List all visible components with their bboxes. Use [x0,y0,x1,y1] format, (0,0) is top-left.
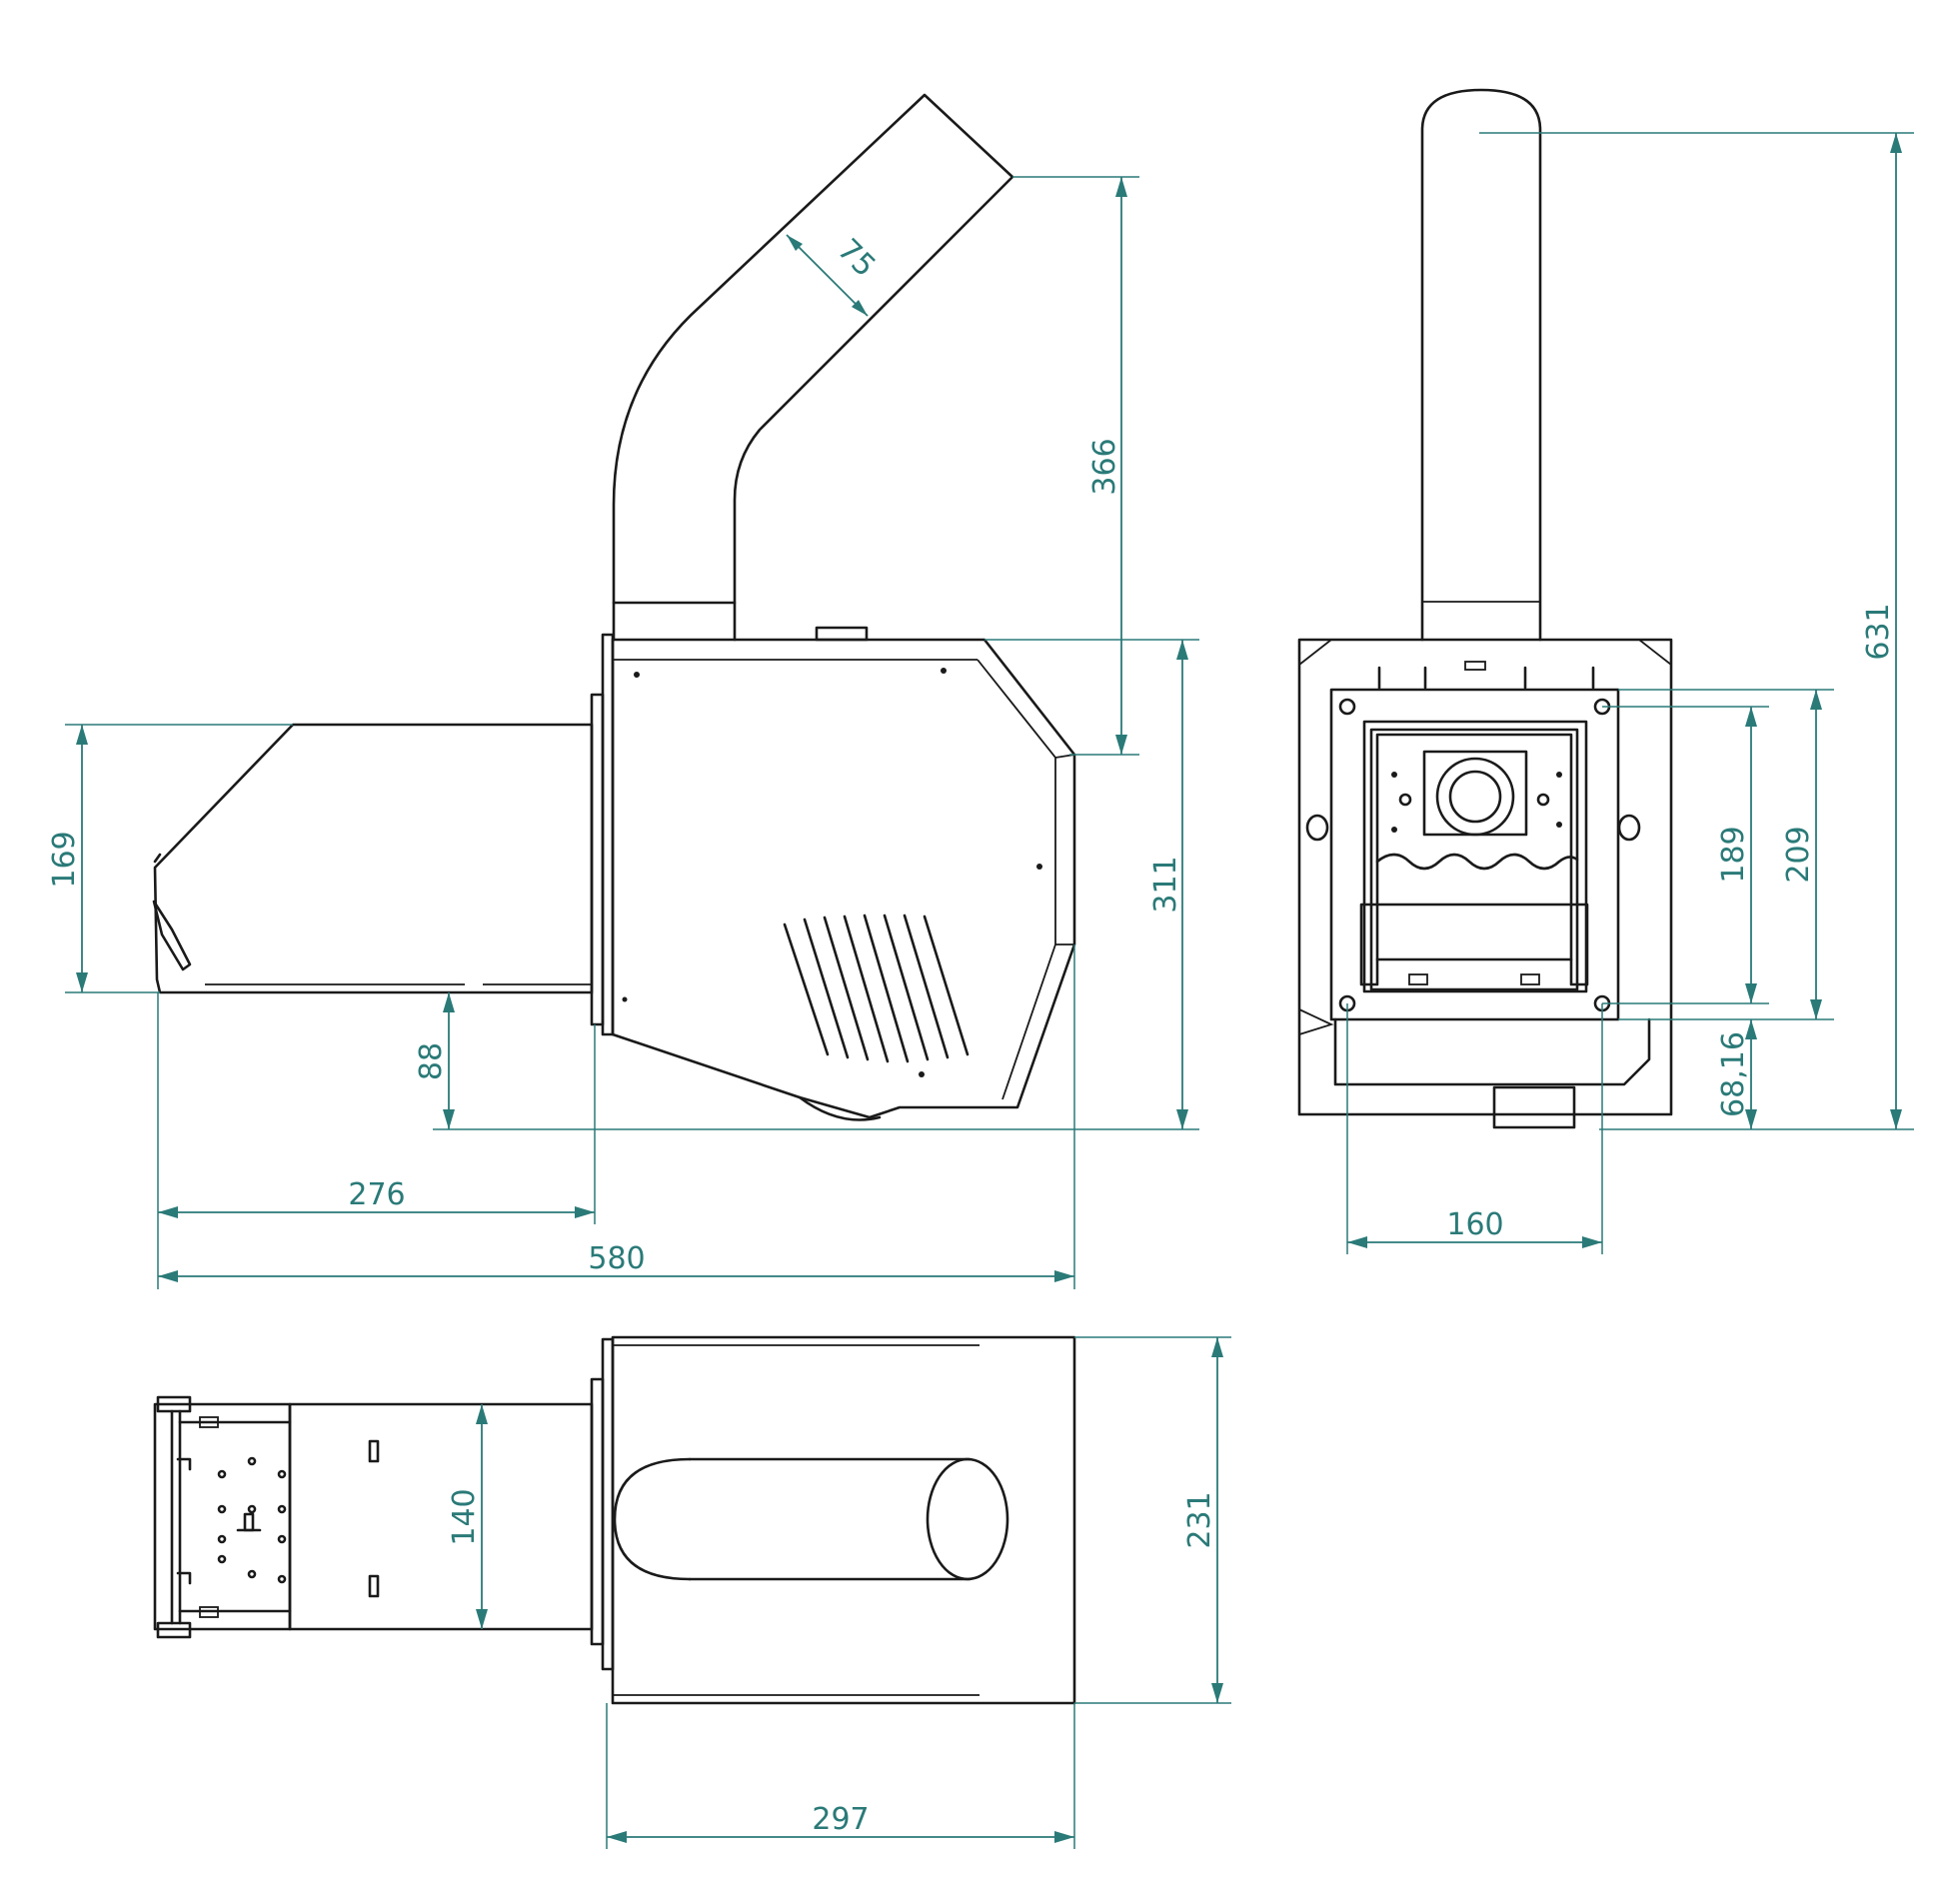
feed-tube [612,93,1014,605]
dim-feeder-height: 169 [47,831,82,888]
dim-body-depth: 297 [812,1802,869,1837]
dim-body-width: 231 [1182,1491,1217,1548]
vent-slots [783,914,970,1063]
front-view [1297,88,1673,1129]
front-housing [1297,638,1673,1116]
dim-feeder-bottom-offset: 88 [414,1042,449,1080]
mounting-flange [590,693,605,1026]
top-feeder [153,1402,292,1631]
dim-bolt-pattern-height: 189 [1716,826,1751,883]
dim-bolt-spacing: 160 [1446,1207,1503,1242]
dim-body-height: 311 [1148,856,1183,913]
side-view [152,93,1076,1121]
vertical-tube [1420,88,1542,642]
dimension-lines [65,132,1914,1849]
dim-bottom-clearance: 68,16 [1716,1031,1751,1117]
top-burner-body [611,1335,1076,1705]
dim-total-height: 631 [1861,603,1896,660]
top-view [153,1335,1076,1705]
dim-total-length: 580 [588,1241,645,1276]
tube-opening [926,1457,1009,1581]
dim-feeder-length: 276 [348,1177,405,1212]
dim-tube-height: 366 [1087,438,1122,495]
feeder-housing [153,723,594,994]
burner-body [611,638,1076,1119]
dim-tube-diameter: 75 [831,232,883,284]
dim-feeder-width: 140 [447,1488,482,1545]
front-flange [1329,688,1620,1021]
dim-flange-height: 209 [1781,826,1816,883]
dimension-labels: 75 366 311 169 88 276 580 631 189 209 68… [47,232,1896,1837]
